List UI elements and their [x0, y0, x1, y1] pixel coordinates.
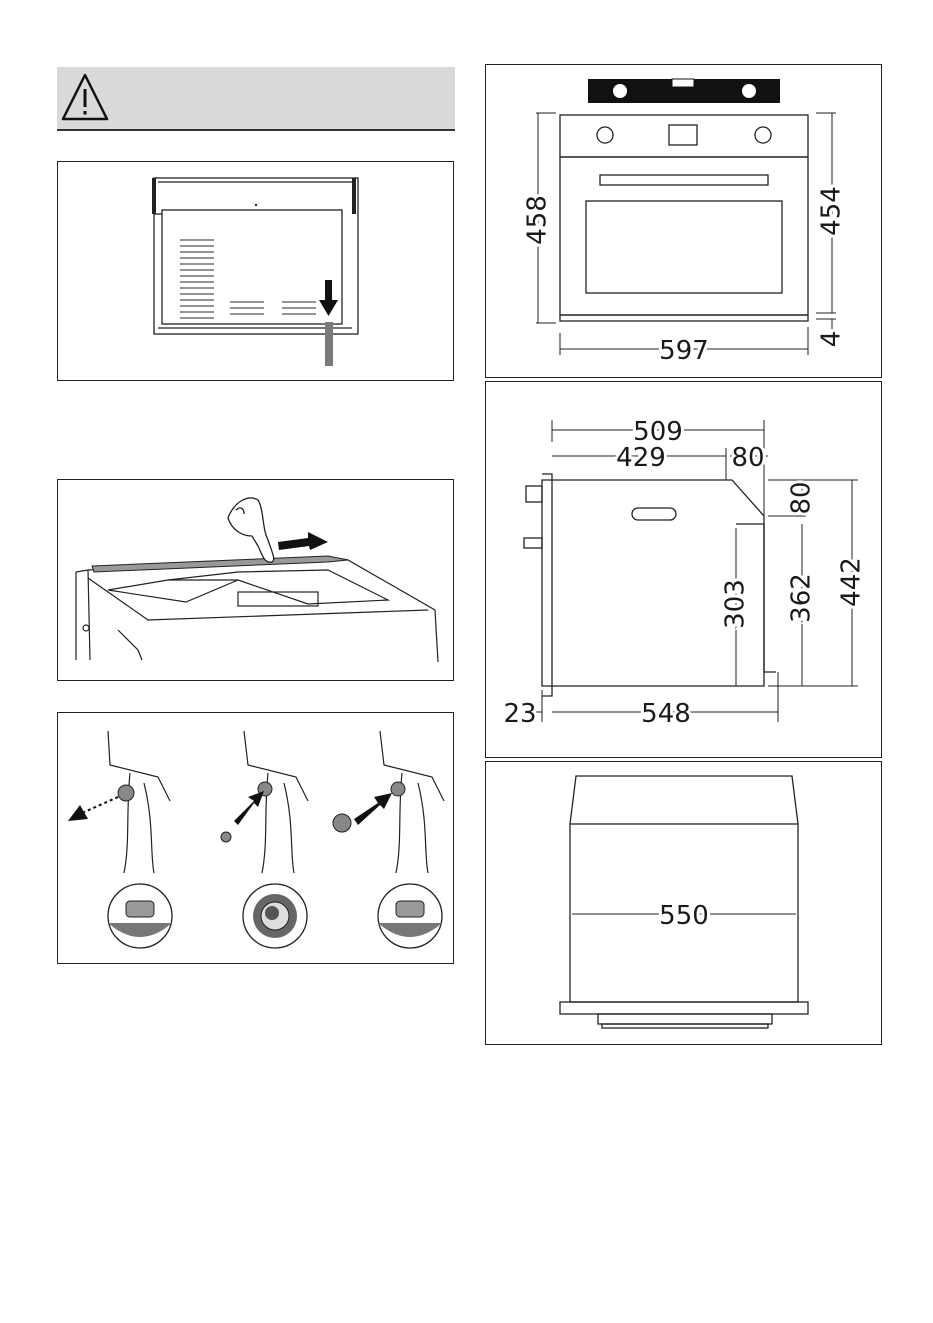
top-view-drawing: 550 [486, 762, 883, 1046]
dim-height-inner: 303 [721, 579, 751, 629]
dim-width: 550 [659, 901, 709, 931]
screw [221, 832, 231, 842]
warning-triangle-icon [63, 75, 107, 119]
arrow-in-icon [354, 793, 392, 825]
screws-illustration [58, 713, 455, 965]
warning-bar [57, 67, 455, 131]
dim-gap: 4 [817, 331, 847, 348]
slide-cover-illustration [58, 480, 455, 682]
side-view-panel: 509 429 80 80 442 362 303 23 548 [485, 381, 882, 758]
hand-icon [228, 498, 274, 562]
dim-height-total: 458 [523, 195, 553, 245]
right-arrow-icon [278, 532, 328, 550]
dim-depth-top-step: 80 [731, 443, 764, 473]
top-view-panel: 550 [485, 761, 882, 1045]
dim-width: 597 [659, 336, 709, 366]
dim-front-offset: 23 [503, 699, 536, 729]
cap-plug [333, 814, 351, 832]
front-view-drawing: 458 454 4 597 [486, 65, 883, 379]
dim-height-rear: 362 [787, 573, 817, 623]
dim-step-height: 80 [787, 481, 817, 514]
arrow-in-icon [234, 791, 264, 825]
dim-height-body: 454 [817, 186, 847, 236]
down-arrow-icon [319, 280, 338, 316]
cavity-illustration [58, 162, 455, 382]
detail-circles [108, 884, 442, 948]
vent-slots [180, 240, 316, 318]
side-view-drawing: 509 429 80 80 442 362 303 23 548 [486, 382, 883, 759]
slide-cover-panel [57, 479, 454, 681]
dim-height-total: 442 [837, 557, 867, 607]
spirit-level [588, 79, 780, 103]
front-view-panel: 458 454 4 597 [485, 64, 882, 378]
dim-depth-base: 548 [641, 699, 691, 729]
cavity-panel [57, 161, 454, 381]
dim-depth-body: 429 [616, 443, 666, 473]
screwdriver [325, 322, 333, 366]
arrow-out-icon [68, 797, 118, 821]
screws-panel [57, 712, 454, 964]
